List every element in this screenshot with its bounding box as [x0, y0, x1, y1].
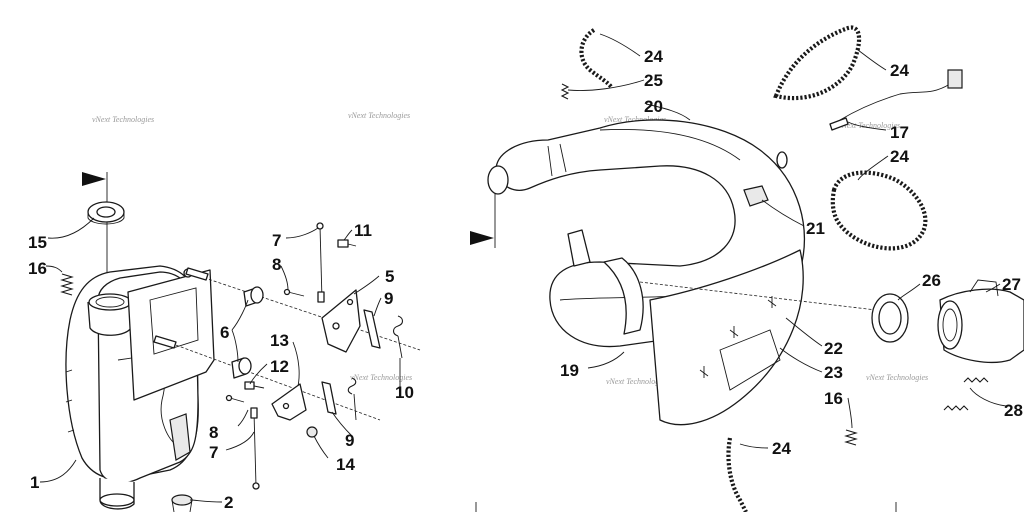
- callout-24-top-right: 24: [890, 61, 909, 80]
- callout-20: 20: [644, 97, 663, 116]
- muffler-inlet-neck: [87, 293, 133, 336]
- mounting-studs: [153, 267, 421, 421]
- pin-8-upper: [283, 288, 305, 297]
- callout-8-lower: 8: [209, 423, 218, 442]
- muffler-outlet-pipe: [99, 478, 135, 510]
- retaining-band-24-top-left: [579, 28, 614, 90]
- callout-17: 17: [890, 123, 909, 142]
- leader-lines: [39, 33, 1007, 503]
- watermark: vNext Technologies: [92, 115, 154, 124]
- callout-24-bottom: 24: [772, 439, 791, 458]
- watermark: vNext Technologies: [838, 121, 900, 130]
- page-rule-ticks: [475, 502, 897, 512]
- callout-13: 13: [270, 331, 289, 350]
- spring-25: [560, 83, 570, 100]
- callout-22: 22: [824, 339, 843, 358]
- callout-9-upper: 9: [384, 289, 393, 308]
- callout-27: 27: [1002, 275, 1021, 294]
- callout-28: 28: [1004, 401, 1023, 420]
- callout-19: 19: [560, 361, 579, 380]
- heat-shield-22-23: [649, 249, 804, 426]
- callout-12: 12: [270, 357, 289, 376]
- bolt-11: [337, 239, 357, 248]
- rubber-bushing-6-lower: [231, 357, 252, 379]
- decal-21: [743, 185, 769, 207]
- nut-14: [306, 426, 318, 438]
- callout-26: 26: [922, 271, 941, 290]
- rod-7-upper: [316, 222, 325, 303]
- watermark: vNext Technologies: [606, 377, 668, 386]
- coupler-27: [937, 279, 1024, 363]
- callout-10: 10: [395, 383, 414, 402]
- spring-28: [943, 377, 989, 411]
- spring-16-left: [60, 273, 74, 296]
- watermark: vNext Technologies: [348, 111, 410, 120]
- callout-24-mid-right: 24: [890, 147, 909, 166]
- sensor-17: [829, 69, 963, 131]
- retaining-band-24-top-right: [773, 25, 862, 101]
- retaining-band-24-bottom: [726, 437, 748, 512]
- callout-9-lower: 9: [345, 431, 354, 450]
- rod-7-lower: [250, 407, 260, 490]
- watermark: vNext Technologies: [866, 373, 928, 382]
- spring-10-upper: [392, 315, 404, 359]
- spring-10-lower: [347, 377, 357, 421]
- clip-9-upper: [363, 309, 381, 349]
- pipe-inlet-flange-19: [567, 229, 644, 335]
- callout-15: 15: [28, 233, 47, 252]
- callout-7-lower: 7: [209, 443, 218, 462]
- bracket-13: [271, 383, 307, 421]
- callout-11: 11: [354, 221, 372, 240]
- spring-16-right: [844, 429, 858, 446]
- callout-6: 6: [220, 323, 229, 342]
- callout-25: 25: [644, 71, 663, 90]
- bracket-5: [321, 289, 361, 353]
- pin-8-lower: [225, 394, 245, 403]
- callout-5: 5: [385, 267, 394, 286]
- drain-fitting-2: [171, 494, 193, 512]
- callout-7-upper: 7: [272, 231, 281, 250]
- bolt-12: [244, 381, 265, 390]
- callout-2: 2: [224, 493, 233, 512]
- callout-16-left: 16: [28, 259, 47, 278]
- clip-9-lower: [321, 381, 337, 415]
- retaining-band-24-mid-right: [830, 170, 928, 251]
- seal-ring-26: [871, 293, 909, 343]
- callout-8-upper: 8: [272, 255, 281, 274]
- watermark: vNext Technologies: [604, 115, 666, 124]
- flag-marker-right: [470, 190, 496, 248]
- callout-23: 23: [824, 363, 843, 382]
- callout-21: 21: [806, 219, 825, 238]
- muffler-rear-plate: [127, 268, 215, 401]
- watermark: vNext Technologies: [350, 373, 412, 382]
- callout-1: 1: [30, 473, 39, 492]
- callout-labels: 1 2 5 6 7 7 8 8 9 9 10 11 12 13 14 15 16…: [28, 47, 1023, 512]
- callout-24-top-left: 24: [644, 47, 663, 66]
- callout-14: 14: [336, 455, 355, 474]
- grommet-15: [87, 201, 125, 225]
- callout-16-right: 16: [824, 389, 843, 408]
